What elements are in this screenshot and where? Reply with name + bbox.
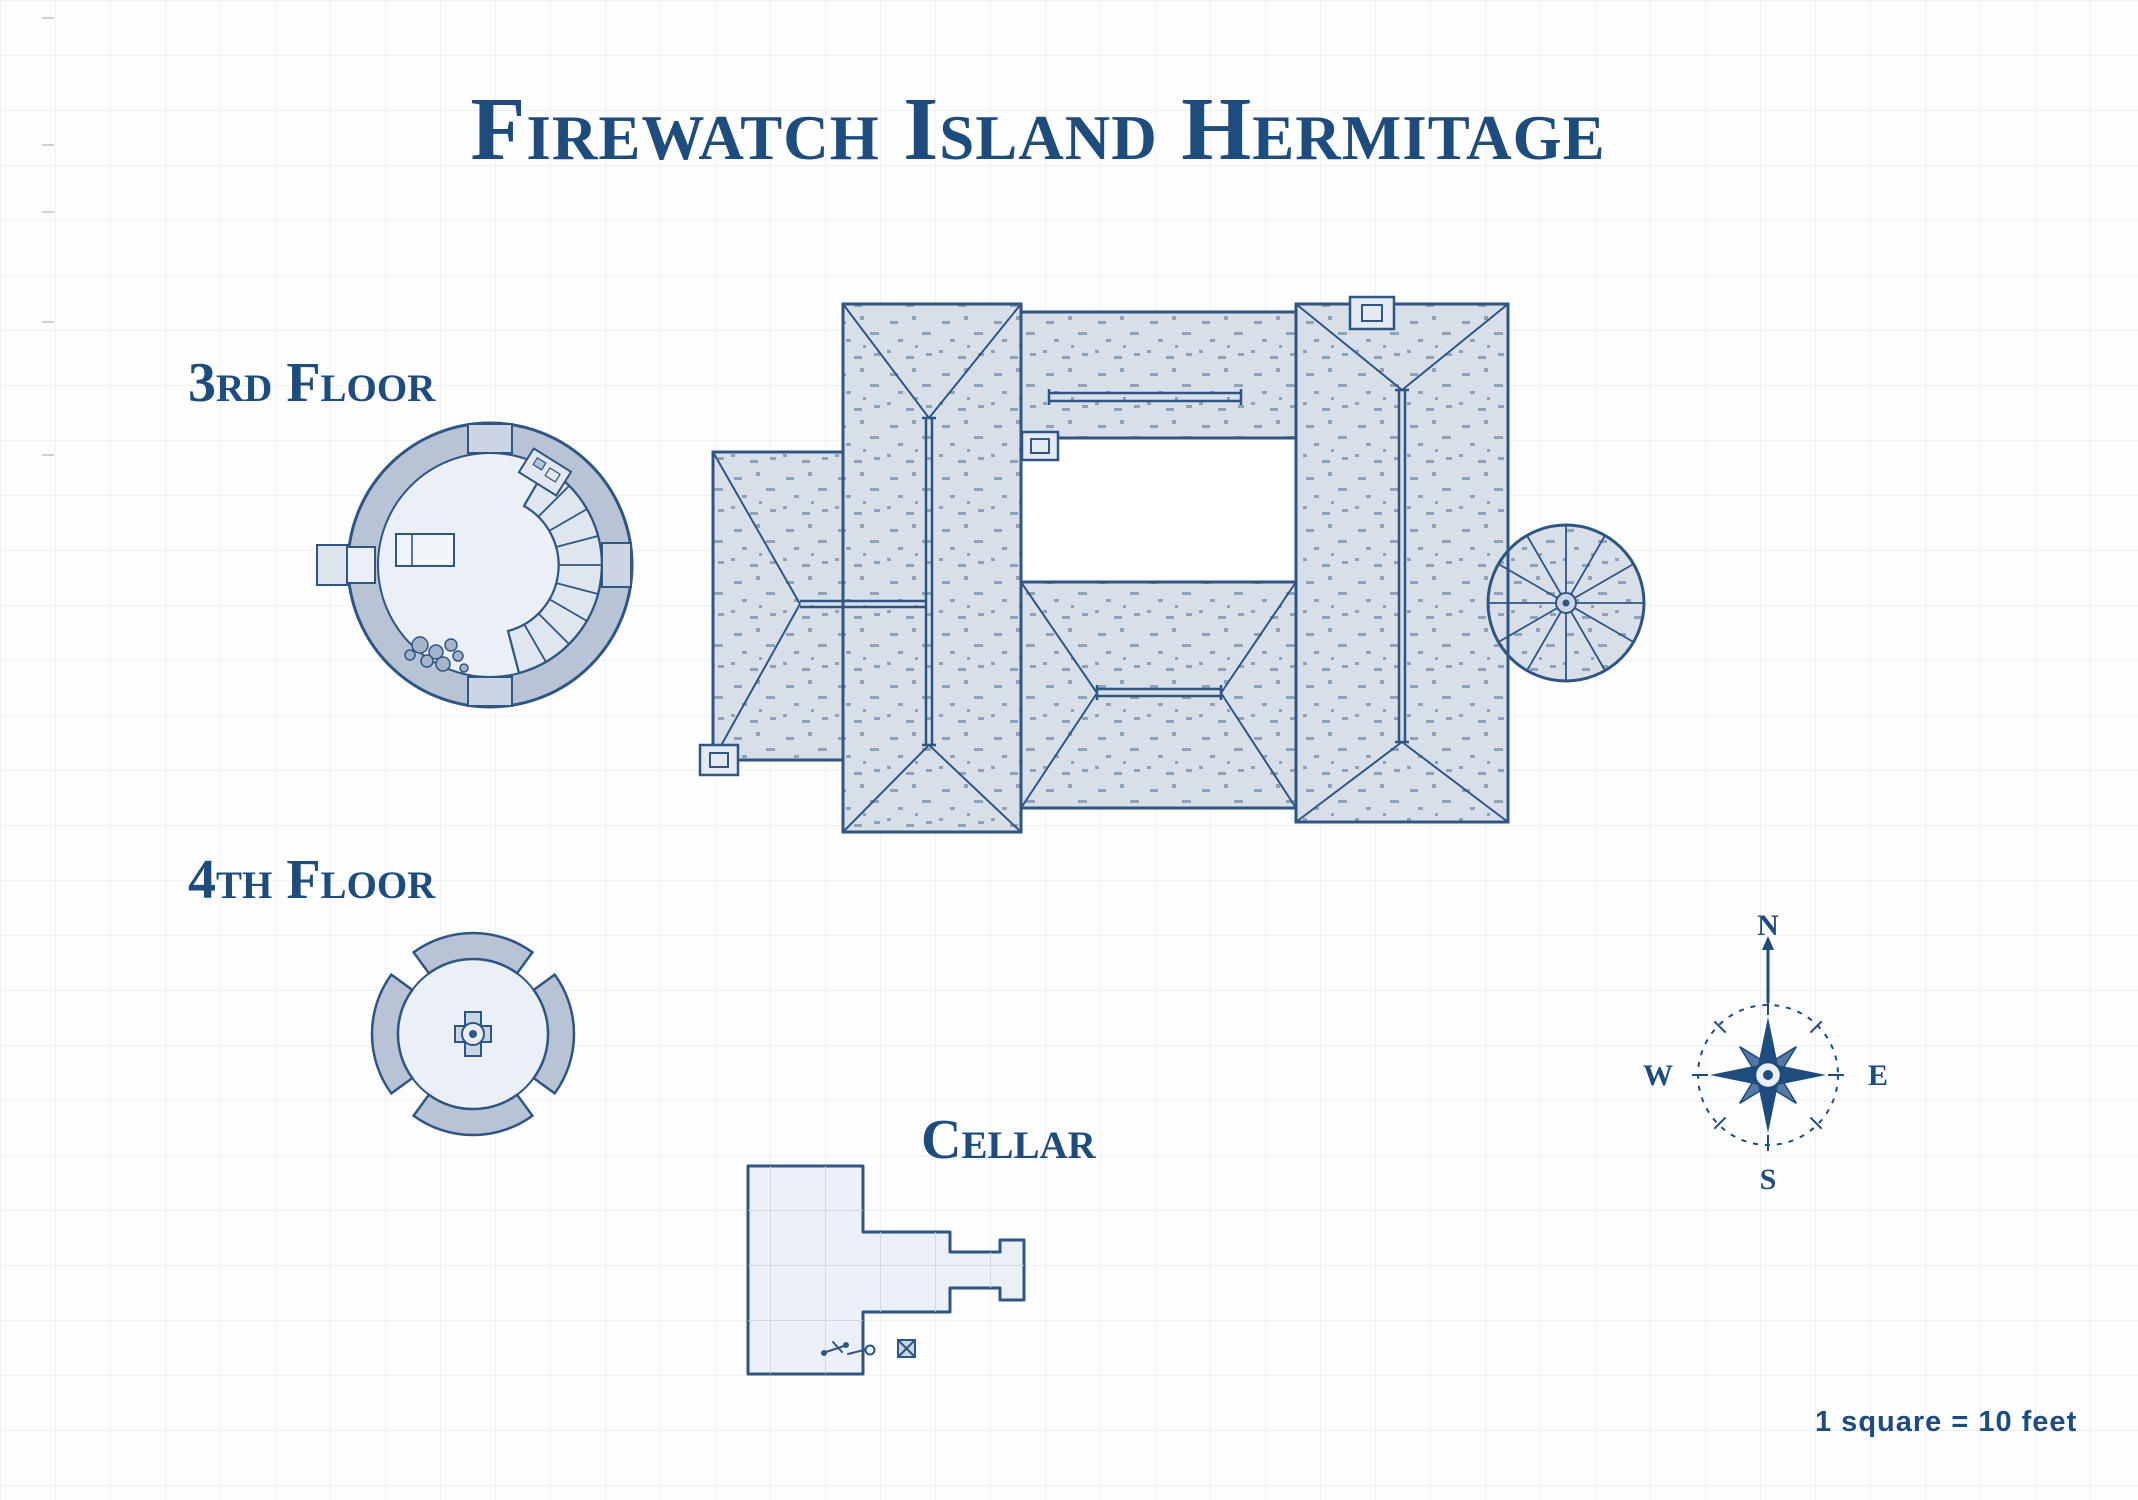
compass-label-west: W bbox=[1643, 1059, 1673, 1092]
courtyard bbox=[1019, 436, 1298, 584]
compass-needle-arrow bbox=[1762, 936, 1774, 950]
compass-label-south: S bbox=[1759, 1163, 1777, 1196]
label-cellar: Cellar bbox=[921, 1109, 1096, 1171]
skeleton-debris-icon bbox=[821, 1341, 876, 1356]
door-landing bbox=[316, 544, 348, 586]
curved-stairs-icon bbox=[506, 466, 603, 675]
scale-note: 1 square = 10 feet bbox=[1815, 1406, 2078, 1438]
chimney-courtyard bbox=[1020, 430, 1060, 462]
compass-ticks bbox=[1692, 999, 1844, 1151]
bed-icon bbox=[395, 533, 455, 567]
edge-tick-marks bbox=[42, 17, 54, 456]
wall-window-north bbox=[467, 423, 513, 454]
parapet-segments bbox=[370, 931, 576, 1137]
chimney-north bbox=[1348, 295, 1396, 331]
south-wing-roof bbox=[1019, 580, 1298, 810]
tower-cone-roof bbox=[1486, 523, 1646, 683]
tower-3rd-floor-plan bbox=[316, 421, 634, 709]
table-icon bbox=[517, 447, 573, 497]
roof-hip-lines bbox=[712, 303, 1509, 833]
label-3rd-floor: 3rd Floor bbox=[188, 352, 436, 414]
winch-trapdoor-icon bbox=[454, 1011, 492, 1057]
compass-label-east: E bbox=[1867, 1059, 1889, 1092]
wall-window-south bbox=[467, 676, 513, 707]
roof-plan bbox=[698, 295, 1646, 834]
tower-4th-floor-plan bbox=[370, 931, 576, 1137]
crate-icon bbox=[897, 1339, 916, 1358]
map-title: Firewatch Island Hermitage bbox=[470, 80, 1606, 179]
compass-label-north: N bbox=[1757, 909, 1779, 942]
ridge-walkways bbox=[800, 388, 1409, 747]
wall-window-east bbox=[601, 542, 632, 588]
central-wing-roof bbox=[841, 302, 1023, 834]
label-4th-floor: 4th Floor bbox=[188, 849, 436, 911]
east-wing-roof bbox=[1294, 302, 1510, 824]
compass-rose-icon bbox=[1692, 936, 1844, 1151]
rubble-icon bbox=[404, 636, 469, 673]
chimney-southwest bbox=[698, 743, 740, 777]
door-opening-west bbox=[346, 546, 376, 584]
